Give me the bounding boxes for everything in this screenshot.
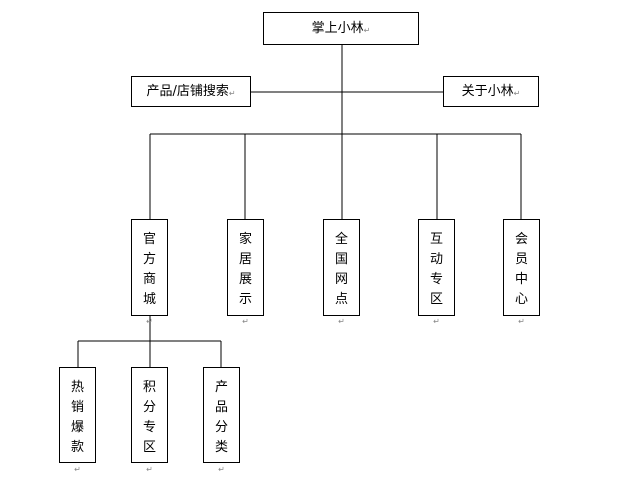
paragraph-mark-icon: ↵: [513, 88, 521, 98]
module-interaction-zone: 互 动 专 区↵: [418, 219, 455, 326]
paragraph-mark-icon: ↵: [218, 465, 225, 474]
root-node: 掌上小林↵: [263, 12, 419, 45]
submodule-product-categories: 产 品 分 类↵: [203, 367, 240, 474]
paragraph-mark-icon: ↵: [74, 465, 81, 474]
submodule-points-zone: 积 分 专 区↵: [131, 367, 168, 474]
root-node-label: 掌上小林: [311, 20, 364, 36]
search-node-label: 产品/店铺搜索: [146, 83, 229, 99]
paragraph-mark-icon: ↵: [338, 317, 345, 326]
paragraph-mark-icon: ↵: [146, 317, 153, 326]
module-member-center: 会 员 中 心↵: [503, 219, 540, 326]
about-node-label: 关于小林: [461, 83, 514, 99]
paragraph-mark-icon: ↵: [433, 317, 440, 326]
search-node: 产品/店铺搜索↵: [131, 76, 251, 107]
module-home-display: 家 居 展 示↵: [227, 219, 264, 326]
module-official-mall: 官 方 商 城↵: [131, 219, 168, 326]
paragraph-mark-icon: ↵: [363, 25, 371, 35]
paragraph-mark-icon: ↵: [146, 465, 153, 474]
paragraph-mark-icon: ↵: [228, 88, 236, 98]
paragraph-mark-icon: ↵: [518, 317, 525, 326]
paragraph-mark-icon: ↵: [242, 317, 249, 326]
module-national-outlets: 全 国 网 点↵: [323, 219, 360, 326]
about-node: 关于小林↵: [443, 76, 539, 107]
submodule-hot-sellers: 热 销 爆 款↵: [59, 367, 96, 474]
